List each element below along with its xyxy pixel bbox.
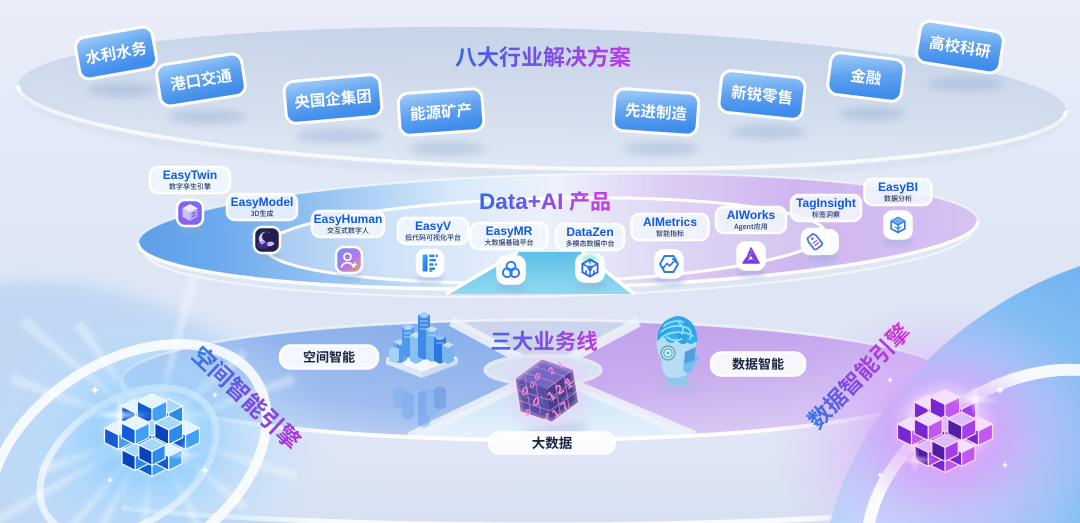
svg-text:1: 1	[542, 411, 551, 423]
svg-text:EasyModel: EasyModel	[231, 195, 294, 209]
svg-text:EasyMR: EasyMR	[486, 224, 533, 238]
svg-text:2: 2	[547, 365, 558, 377]
svg-text:TagInsight: TagInsight	[796, 196, 856, 210]
svg-text:0: 0	[520, 384, 531, 399]
svg-text:EasyHuman: EasyHuman	[314, 212, 383, 226]
svg-text:0: 0	[531, 394, 542, 409]
svg-text:1: 1	[564, 376, 575, 388]
svg-text:DataZen: DataZen	[566, 225, 613, 239]
svg-text:EasyTwin: EasyTwin	[163, 168, 217, 182]
svg-text:0: 0	[533, 371, 542, 383]
svg-text:Data+AI: Data+AI	[479, 189, 563, 214]
svg-text:EasyV: EasyV	[415, 219, 451, 233]
svg-text:EasyBI: EasyBI	[878, 180, 918, 194]
svg-text:0: 0	[528, 379, 536, 390]
svg-text:AIWorks: AIWorks	[727, 208, 776, 222]
svg-text:AIMetrics: AIMetrics	[643, 215, 697, 229]
